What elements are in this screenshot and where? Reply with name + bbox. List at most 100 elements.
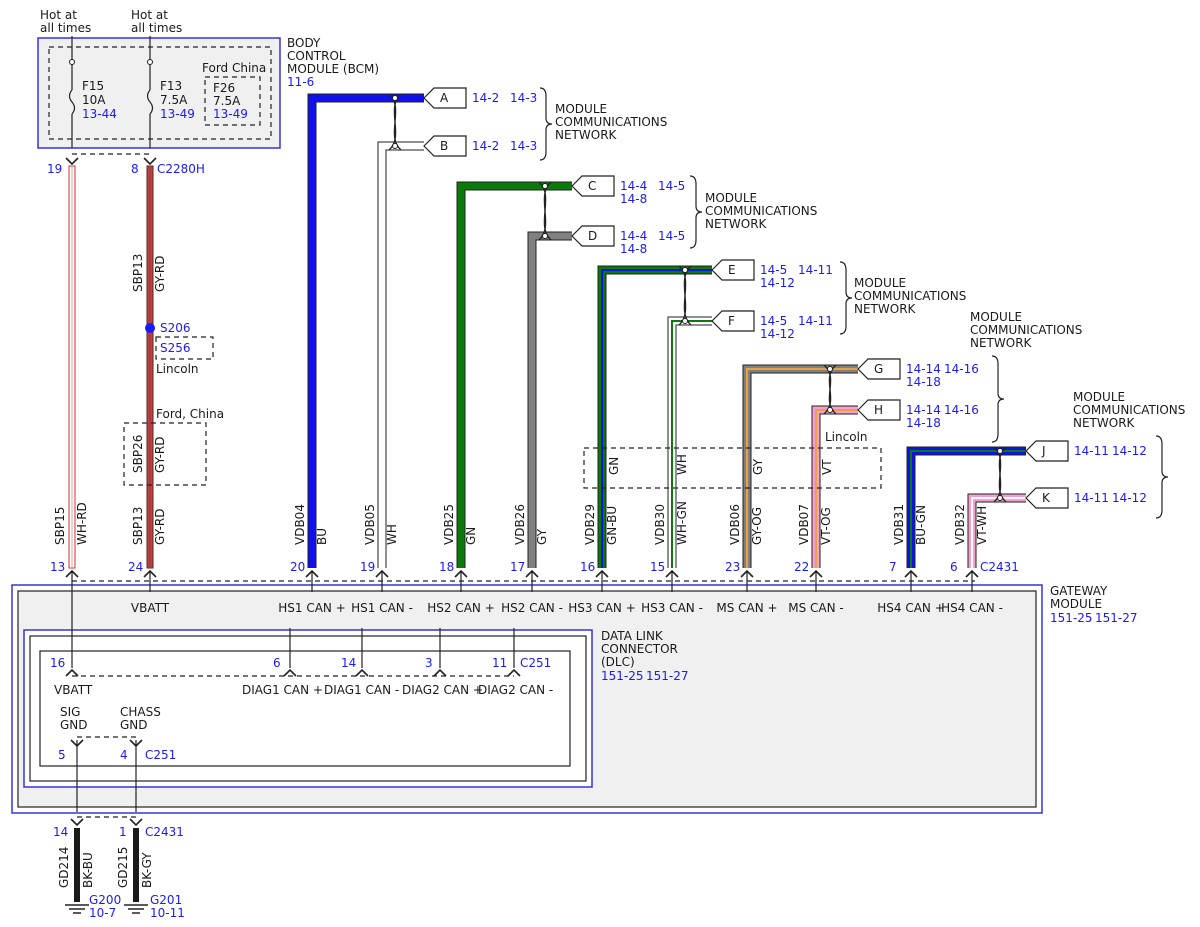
wire-circuit-vdb26: VDB26	[513, 504, 527, 545]
wire-vdb31	[906, 446, 1026, 568]
sbp26-option-box	[123, 422, 207, 486]
tag-letter: E	[728, 263, 736, 277]
gateway-pin-18: 18	[439, 560, 454, 574]
tag-ref1: 14-11	[1074, 491, 1109, 505]
gateway-pin-name: MS CAN -	[788, 601, 844, 615]
tag-ref2: 14-11	[798, 263, 833, 277]
network-line2: COMMUNICATIONS	[705, 204, 817, 218]
bcm-pin-8-arrow	[143, 157, 157, 166]
splice-ford-china: Ford, China	[156, 407, 224, 421]
s256-option-box	[155, 336, 214, 360]
dlc-pin-5: 5	[58, 748, 66, 762]
wire-vdb25	[456, 181, 572, 568]
gateway-pin-name: VBATT	[131, 601, 170, 615]
network-line1: MODULE	[705, 191, 757, 205]
splice-s206-dot	[145, 323, 155, 333]
tag-ref2: 14-16	[944, 403, 979, 417]
f26-rating: 7.5A	[213, 94, 241, 108]
wire-vdb30	[667, 316, 712, 568]
gateway-pin-16: 16	[580, 560, 595, 574]
wire-color-vdb07: VT-OG	[819, 507, 833, 545]
f13-ref: 13-49	[160, 107, 195, 121]
f26-option-box	[204, 76, 261, 126]
wire-circuit-vdb25: VDB25	[442, 504, 456, 545]
lincoln-option-box	[583, 447, 882, 489]
tag-ref1: 14-4	[620, 229, 647, 243]
gd215-circuit: GD215	[116, 847, 130, 888]
f15-name: F15	[82, 79, 104, 93]
dlc-pin-6-arrow	[283, 668, 297, 677]
wire-color-vdb06: GY-OG	[750, 507, 764, 545]
lincoln-vt: VT	[820, 459, 834, 475]
ground-g200-icon	[65, 904, 89, 914]
lincoln-gy: GY	[751, 458, 765, 475]
wire-circuit-sbp15: SBP15	[53, 507, 67, 545]
wire-circuit-vdb32: VDB32	[953, 504, 967, 545]
twisted-pair-icon	[388, 93, 402, 151]
ground-pin-14-arrow	[70, 818, 84, 827]
dlc-pin-16: 16	[50, 656, 65, 670]
dlc-connector: C251	[520, 656, 551, 670]
gateway-pin-20: 20	[290, 560, 305, 574]
bcm-connector: C2280H	[157, 162, 205, 176]
f13-rating: 7.5A	[160, 93, 188, 107]
network-line1: MODULE	[1073, 390, 1125, 404]
wire-gd215	[133, 828, 139, 902]
gateway-pin-7: 7	[889, 560, 897, 574]
tag-ref3: 14-18	[906, 416, 941, 430]
gateway-pin-22: 22	[794, 560, 809, 574]
ground-pin-14: 14	[53, 825, 68, 839]
twisted-pair-icon	[538, 181, 552, 241]
fuse-f13-icon	[146, 89, 154, 115]
dlc-pin-6: 6	[273, 656, 281, 670]
gateway-label-1: GATEWAY	[1050, 584, 1108, 598]
wire-circuit-vdb05: VDB05	[363, 504, 377, 545]
wire-color-vdb29: GN-BU	[605, 506, 619, 545]
f26-name: F26	[213, 81, 235, 95]
brace-icon	[1155, 435, 1169, 519]
dlc-diag1p: DIAG1 CAN +	[242, 683, 323, 697]
network-line1: MODULE	[970, 310, 1022, 324]
network-line3: NETWORK	[1073, 416, 1136, 430]
twisted-pair-icon	[823, 364, 837, 415]
gateway-pin-name: HS1 CAN -	[351, 601, 413, 615]
tag-ref2: 14-5	[658, 179, 685, 193]
ground-g201: G201	[150, 893, 182, 907]
network-line3: NETWORK	[705, 217, 768, 231]
tag-ref1: 14-5	[760, 314, 787, 328]
dlc-pin-3-arrow	[433, 668, 447, 677]
brace-icon	[689, 175, 703, 249]
gateway-pin-19: 19	[360, 560, 375, 574]
dlc-diag2p: DIAG2 CAN +	[402, 683, 483, 697]
wire-color-vdb25: GN	[464, 527, 478, 545]
dlc-pin-16-arrow	[65, 668, 79, 677]
tag-letter: C	[588, 179, 596, 193]
network-line2: COMMUNICATIONS	[1073, 403, 1185, 417]
brace-icon	[991, 355, 1005, 443]
gateway-pin-name: MS CAN +	[716, 601, 777, 615]
wire-color-vdb26: GY	[535, 528, 549, 545]
gd215-color: BK-GY	[140, 852, 154, 888]
ground-g201-ref: 10-11	[150, 906, 185, 920]
ground-connector: C2431	[145, 825, 184, 839]
bcm-pin-8: 8	[131, 162, 139, 176]
f13-name: F13	[160, 79, 182, 93]
gateway-ref2: 151-27	[1095, 611, 1138, 625]
twisted-pair-icon	[993, 446, 1007, 503]
tag-letter: F	[728, 314, 735, 328]
tag-letter: A	[440, 91, 449, 105]
wire-circuit-vdb07: VDB07	[797, 504, 811, 545]
wire-vdb07	[811, 405, 858, 568]
network-line1: MODULE	[854, 276, 906, 290]
gateway-pin-name: HS4 CAN +	[877, 601, 945, 615]
tag-ref3: 14-18	[906, 375, 941, 389]
tag-ref3: 14-12	[760, 276, 795, 290]
gateway-pin-23: 23	[725, 560, 740, 574]
gateway-pin-6: 6	[950, 560, 958, 574]
